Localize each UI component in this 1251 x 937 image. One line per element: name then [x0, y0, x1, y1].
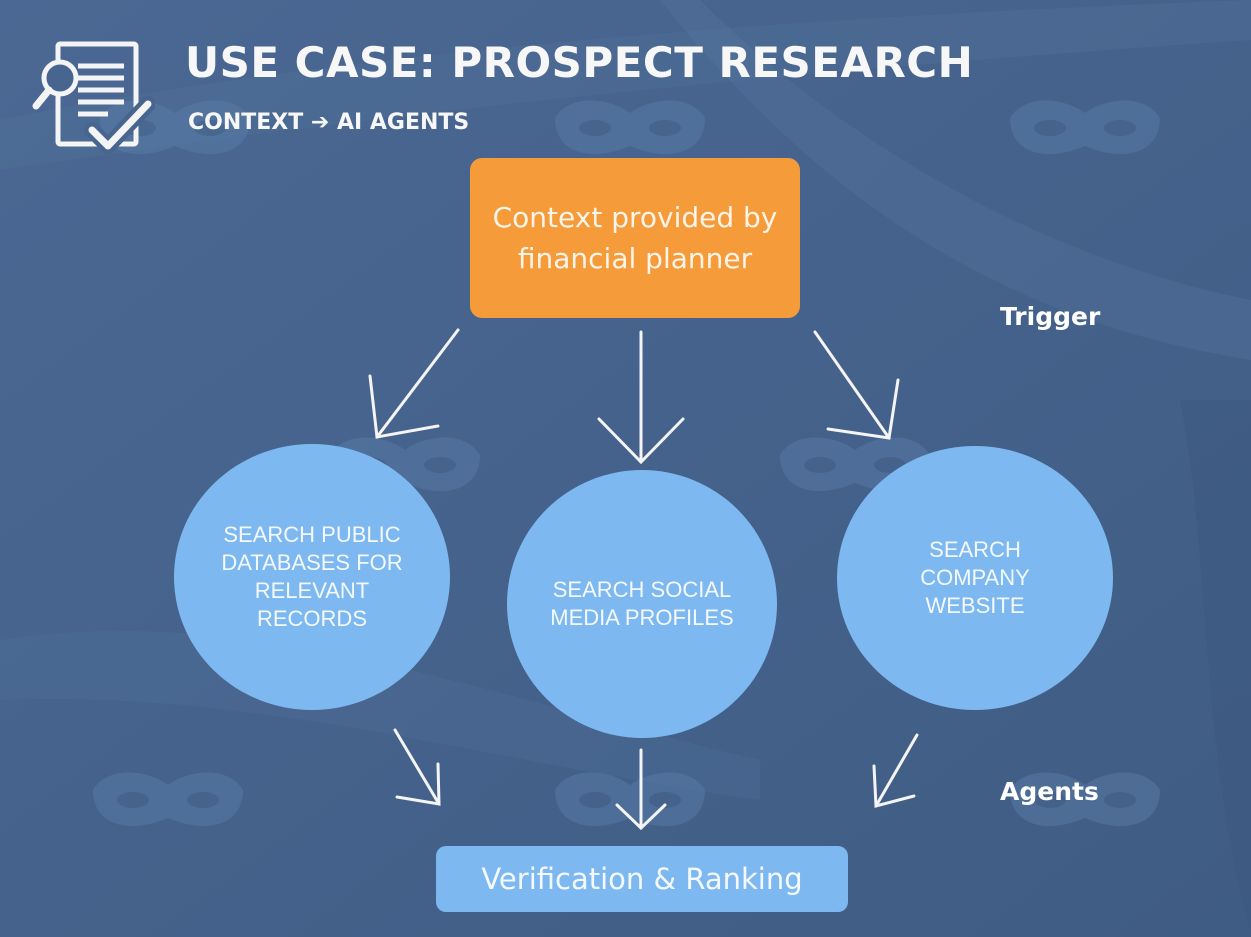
- trigger-node-label: Context provided by financial planner: [492, 201, 778, 275]
- agent-public-databases: SEARCH PUBLIC DATABASES FOR RELEVANT REC…: [174, 444, 450, 710]
- document-search-check-icon: [32, 41, 155, 154]
- result-node: Verification & Ranking: [436, 846, 848, 912]
- agent-social-media: SEARCH SOCIAL MEDIA PROFILES: [507, 470, 777, 738]
- decorative-masks: [93, 100, 1160, 827]
- agent-public-databases-label: SEARCH PUBLIC DATABASES FOR RELEVANT REC…: [221, 522, 403, 631]
- page-subtitle: CONTEXT ➔ AI AGENTS: [188, 110, 470, 135]
- trigger-label: Trigger: [1000, 302, 1101, 331]
- agent-company-website-label: SEARCH COMPANY WEBSITE: [920, 537, 1030, 618]
- agent-social-media-label: SEARCH SOCIAL MEDIA PROFILES: [550, 577, 734, 630]
- agents-label: Agents: [1000, 777, 1099, 806]
- result-node-label: Verification & Ranking: [481, 862, 803, 896]
- page-title: USE CASE: PROSPECT RESEARCH: [185, 38, 974, 87]
- agent-company-website: SEARCH COMPANY WEBSITE: [837, 446, 1113, 710]
- trigger-node: Context provided by financial planner: [470, 158, 800, 318]
